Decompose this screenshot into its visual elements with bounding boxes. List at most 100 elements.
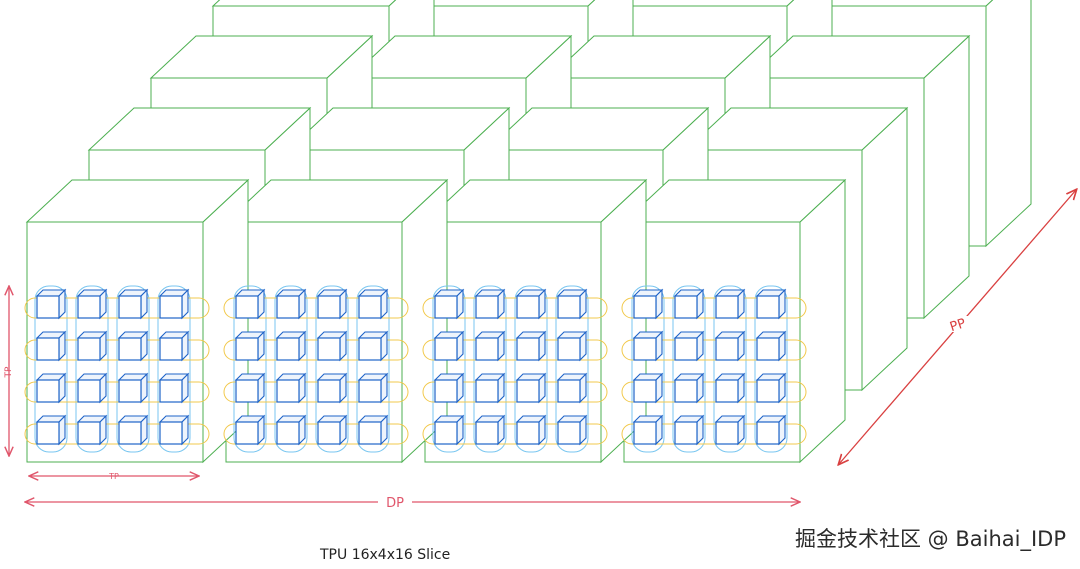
tpu-chip (117, 414, 149, 446)
chip-front-face (276, 421, 300, 445)
ring-horizontal (223, 339, 409, 361)
chip-front-face (159, 379, 183, 403)
interconnect-layer (24, 285, 807, 453)
chip-front-face (317, 337, 341, 361)
tpu-chip (275, 372, 307, 404)
ring-horizontal (24, 381, 210, 403)
tpu-chip (433, 288, 465, 320)
chip-front-face (516, 337, 540, 361)
chip-front-face (118, 421, 142, 445)
chip-front-face (77, 379, 101, 403)
ring-horizontal (24, 297, 210, 319)
tpu-chip (357, 330, 389, 362)
tpu-chip (714, 372, 746, 404)
ring-vertical (432, 285, 466, 453)
ring-vertical (34, 285, 68, 453)
chip-front-face (475, 337, 499, 361)
tpu-chip (515, 330, 547, 362)
chip-front-face (159, 421, 183, 445)
block-side-face (861, 106, 908, 392)
chip-front-face (235, 379, 259, 403)
chip-front-face (756, 337, 780, 361)
dp-label-bg (378, 494, 412, 510)
chip-front-face (756, 379, 780, 403)
chip-front-face (235, 295, 259, 319)
ring-vertical (75, 285, 109, 453)
block-side-face (923, 34, 970, 320)
ring-vertical (157, 285, 191, 453)
chip-front-face (36, 421, 60, 445)
chip-front-face (77, 295, 101, 319)
ring-horizontal (422, 339, 608, 361)
chip-front-face (557, 337, 581, 361)
tpu-chip (158, 414, 190, 446)
chip-front-face (118, 379, 142, 403)
ring-horizontal (422, 297, 608, 319)
chip-front-face (475, 379, 499, 403)
chip-front-face (358, 421, 382, 445)
chip-front-face (475, 421, 499, 445)
ring-vertical (116, 285, 150, 453)
chip-front-face (36, 337, 60, 361)
tpu-chip (673, 414, 705, 446)
tpu-chip (474, 414, 506, 446)
chip-front-face (434, 337, 458, 361)
ring-horizontal (223, 423, 409, 445)
ring-vertical (754, 285, 788, 453)
ring-vertical (274, 285, 308, 453)
block-side-face (799, 178, 846, 464)
chip-front-face (358, 337, 382, 361)
ring-horizontal (223, 381, 409, 403)
tp-horizontal-label: TP (108, 472, 119, 481)
tpu-chip (35, 288, 67, 320)
tpu-chip (316, 414, 348, 446)
chip-front-face (159, 337, 183, 361)
chip-front-face (715, 379, 739, 403)
ring-horizontal (24, 339, 210, 361)
tpu-chip (117, 288, 149, 320)
tpu-chip (714, 288, 746, 320)
chip-layer (35, 288, 787, 446)
tpu-chip (673, 330, 705, 362)
tpu-chip (76, 330, 108, 362)
tpu-chip (275, 288, 307, 320)
chip-front-face (118, 295, 142, 319)
ring-horizontal (422, 423, 608, 445)
tpu-chip (673, 288, 705, 320)
tpu-chip (275, 330, 307, 362)
tpu-chip (515, 288, 547, 320)
chip-front-face (674, 379, 698, 403)
ring-vertical (672, 285, 706, 453)
tpu-chip (117, 372, 149, 404)
tpu-chip (234, 414, 266, 446)
tpu-chip (755, 288, 787, 320)
ring-horizontal (621, 381, 807, 403)
tpu-chip (433, 330, 465, 362)
tpu-chip (357, 288, 389, 320)
chip-front-face (358, 295, 382, 319)
ring-vertical (514, 285, 548, 453)
tpu-chip (755, 330, 787, 362)
chip-front-face (475, 295, 499, 319)
tpu-chip (755, 414, 787, 446)
ring-horizontal (422, 381, 608, 403)
tpu-chip (76, 288, 108, 320)
tpu-chip (316, 330, 348, 362)
ring-horizontal (621, 297, 807, 319)
tpu-chip (433, 372, 465, 404)
ring-vertical (315, 285, 349, 453)
tpu-chip (76, 414, 108, 446)
ring-horizontal (24, 423, 210, 445)
tpu-chip (357, 414, 389, 446)
tpu-chip (357, 372, 389, 404)
chip-front-face (276, 337, 300, 361)
tpu-chip (35, 414, 67, 446)
chip-front-face (77, 421, 101, 445)
chip-front-face (358, 379, 382, 403)
chip-front-face (516, 379, 540, 403)
chip-front-face (276, 379, 300, 403)
tpu-chip (632, 414, 664, 446)
tpu-chip (158, 330, 190, 362)
chip-front-face (674, 337, 698, 361)
